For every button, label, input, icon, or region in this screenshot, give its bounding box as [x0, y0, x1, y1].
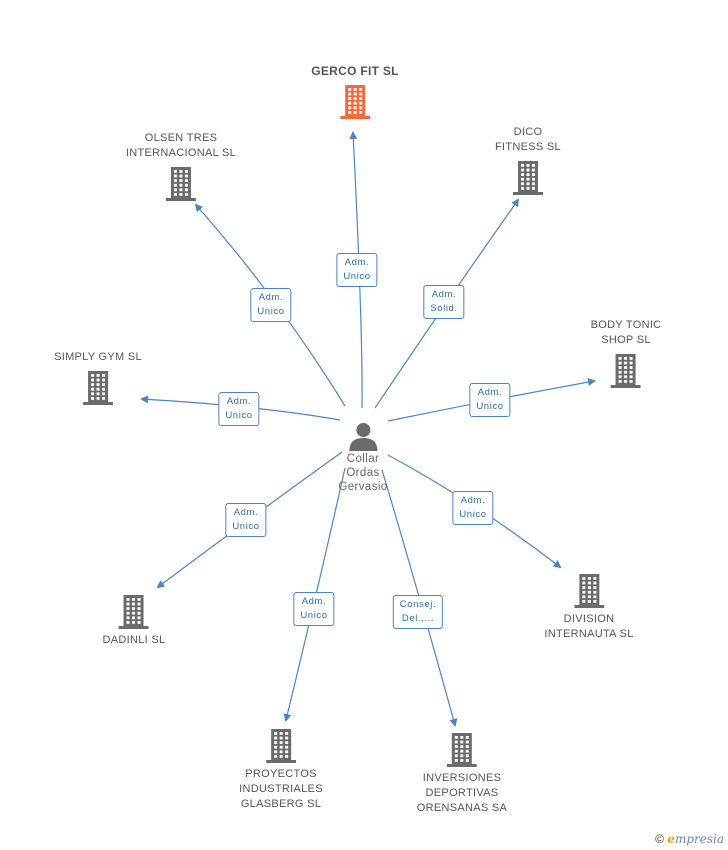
company-name: SIMPLY GYM SL — [54, 351, 142, 363]
person-icon — [349, 423, 377, 451]
company-node-gerco[interactable]: GERCO FIT SL — [311, 64, 399, 119]
copyright-symbol: © — [655, 832, 664, 846]
role-badge-gerco[interactable]: Adm. Unico — [336, 253, 378, 287]
company-node-dico[interactable]: DICO FITNESS SL — [495, 125, 561, 195]
company-node-division[interactable]: DIVISION INTERNAUTA SL — [544, 574, 633, 642]
company-node-proyectos[interactable]: PROYECTOS INDUSTRIALES GLASBERG SL — [239, 729, 323, 812]
edge-proyectos — [283, 467, 346, 722]
person-node[interactable]: Collar Ordas Gervasio — [338, 420, 387, 494]
role-badge-body[interactable]: Adm. Unico — [469, 383, 511, 417]
edge-gerco — [349, 131, 363, 409]
role-badge-division[interactable]: Adm. Unico — [452, 491, 494, 525]
role-badge-inversiones[interactable]: Consej. Del.,... — [392, 595, 444, 629]
company-name: GERCO FIT SL — [311, 64, 399, 78]
company-name: PROYECTOS INDUSTRIALES GLASBERG SL — [239, 768, 323, 810]
company-name: INVERSIONES DEPORTIVAS ORENSANAS SA — [416, 772, 508, 814]
role-badge-simply[interactable]: Adm. Unico — [218, 392, 260, 426]
person-name: Collar Ordas Gervasio — [338, 453, 388, 493]
building-icon — [126, 167, 236, 201]
watermark: © empresia — [655, 832, 724, 846]
company-name: BODY TONIC SHOP SL — [590, 319, 662, 346]
company-node-body[interactable]: BODY TONIC SHOP SL — [591, 318, 662, 388]
building-icon — [239, 729, 323, 763]
building-icon — [591, 354, 662, 388]
company-node-simply[interactable]: SIMPLY GYM SL — [54, 350, 142, 405]
company-node-inversiones[interactable]: INVERSIONES DEPORTIVAS ORENSANAS SA — [417, 733, 507, 816]
role-badge-proyectos[interactable]: Adm. Unico — [293, 592, 335, 626]
building-icon — [495, 161, 561, 195]
building-icon — [417, 733, 507, 767]
building-icon — [311, 85, 399, 119]
edge-inversiones — [381, 469, 458, 727]
brand-logo-e: e — [667, 832, 675, 846]
company-node-olsen[interactable]: OLSEN TRES INTERNACIONAL SL — [126, 131, 236, 201]
company-node-dadinli[interactable]: DADINLI SL — [103, 595, 166, 648]
company-name: DADINLI SL — [102, 634, 166, 646]
company-name: DICO FITNESS SL — [495, 126, 561, 153]
building-icon — [544, 574, 633, 608]
building-icon — [103, 595, 166, 629]
company-name: DIVISION INTERNAUTA SL — [544, 613, 634, 640]
building-icon — [54, 371, 142, 405]
role-badge-dico[interactable]: Adm. Solid. — [423, 285, 465, 319]
company-name: OLSEN TRES INTERNACIONAL SL — [125, 132, 237, 159]
role-badge-dadinli[interactable]: Adm. Unico — [225, 503, 267, 537]
role-badge-olsen[interactable]: Adm. Unico — [250, 288, 292, 322]
brand-logo-text: mpresia — [674, 832, 724, 846]
